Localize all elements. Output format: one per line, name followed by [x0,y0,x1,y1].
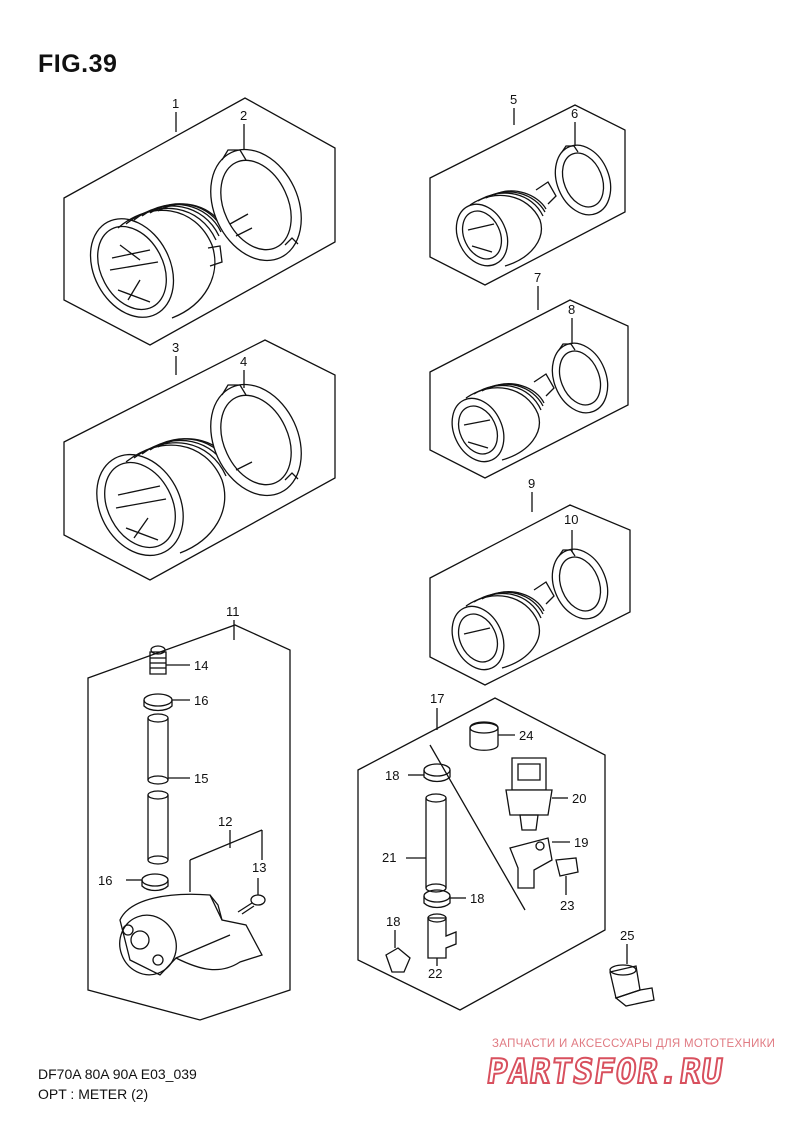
figure-title: FIG.39 [38,50,118,78]
group-frame-3 [63,339,336,581]
gauge-part-5 [455,181,557,267]
callout-15: 15 [194,771,208,786]
callout-16a: 16 [194,693,208,708]
group-frame-7 [429,299,629,479]
gauge-part-1 [89,203,225,319]
group-frame-17 [357,697,606,1011]
watermark-logo: PARTSFOR.RU [483,1051,727,1093]
bracket-part-19 [509,837,570,889]
hose-part-21 [406,793,447,893]
callout-2: 2 [240,108,247,123]
clamp-part-18a [408,763,451,783]
cap-part-24 [469,721,515,751]
gauge-part-9 [451,581,555,671]
footer-section-name: OPT : METER (2) [38,1086,149,1102]
watermark-subtitle: ЗАПЧАСТИ И АКСЕССУАРЫ ДЛЯ МОТОТЕХНИКИ [492,1038,776,1050]
callout-22: 22 [428,966,442,981]
footer-model-code: DF70A 80A 90A E03_039 [38,1066,197,1082]
callout-6: 6 [571,106,578,121]
callout-24: 24 [519,728,533,743]
hose-part-15 [147,713,190,865]
tee-joint-part-22 [427,913,457,966]
callout-3: 3 [172,340,179,355]
ring-part-4 [210,383,302,497]
callout-18b: 18 [470,891,484,906]
ring-part-10 [551,548,609,620]
callout-11: 11 [226,604,240,619]
plug-part-25 [609,944,655,1007]
group-frame-1 [63,97,336,346]
callout-4: 4 [240,354,247,369]
ring-part-2 [210,148,302,262]
group-frame-5 [429,104,626,286]
callout-19: 19 [574,835,588,850]
screw-part-13 [237,878,266,915]
callout-14: 14 [194,658,208,673]
gauge-part-7 [451,373,555,463]
bolt-part-23 [555,857,579,895]
pickup-body-part-12 [119,829,263,976]
group-frame-11 [87,624,291,1021]
clamp-part-16a [143,693,190,712]
callout-20: 20 [572,791,586,806]
callout-12: 12 [218,814,232,829]
callout-16b: 16 [98,873,112,888]
callout-18c: 18 [386,914,400,929]
callout-9: 9 [528,476,535,491]
callout-1: 1 [172,96,179,111]
callout-8: 8 [568,302,575,317]
callout-7: 7 [534,270,541,285]
callout-10: 10 [564,512,578,527]
clamp-part-18b [423,889,466,909]
callout-5: 5 [510,92,517,107]
sensor-part-20 [505,757,568,831]
ring-part-6 [554,144,612,216]
callout-21: 21 [382,850,396,865]
clamp-part-16b [126,873,169,892]
ring-part-8 [551,342,609,414]
gauge-part-3 [96,438,234,557]
clamp-part-18c [385,930,411,973]
callout-23: 23 [560,898,574,913]
callout-17: 17 [430,691,444,706]
group-frame-9 [429,504,631,686]
callout-13: 13 [252,860,266,875]
callout-18a: 18 [385,768,399,783]
pitot-nozzle-part-14 [149,645,190,675]
callout-25: 25 [620,928,634,943]
